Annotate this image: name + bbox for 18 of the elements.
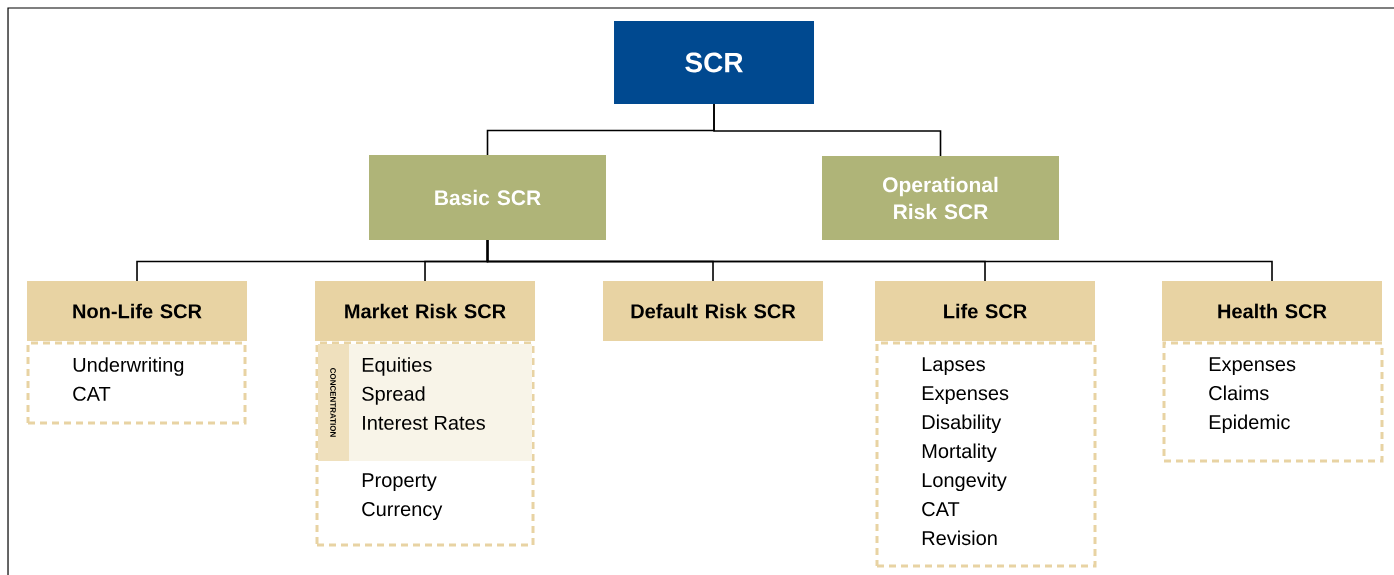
category-box: Operational Risk SCR — [822, 156, 1059, 240]
connector — [486, 103, 715, 156]
connector — [136, 239, 489, 282]
node-label: Life SCR — [944, 303, 1027, 319]
module-header: Non-Life SCR — [27, 281, 247, 341]
risk-list-box: Expenses Claims Epidemic — [1162, 341, 1384, 463]
module-header: Default Risk SCR — [603, 281, 823, 341]
node-label: Market Risk SCR — [345, 303, 506, 319]
risk-list-box: Underwriting CAT — [26, 341, 247, 425]
root-box: SCR — [614, 21, 814, 104]
concentration-band: CONCENTRATION Equities Spread Interest Rates — [318, 344, 532, 461]
module-header: Market Risk SCR — [315, 281, 535, 341]
module-header: Life SCR — [875, 281, 1095, 341]
node-label: Non-Life SCR — [73, 303, 202, 319]
module-header: Health SCR — [1162, 281, 1382, 341]
risk-list-box: Lapses Expenses Disability Mortality Longevity CAT Revision — [875, 341, 1097, 568]
node-label: Health SCR — [1218, 303, 1327, 319]
category-box: Basic SCR — [369, 155, 606, 240]
